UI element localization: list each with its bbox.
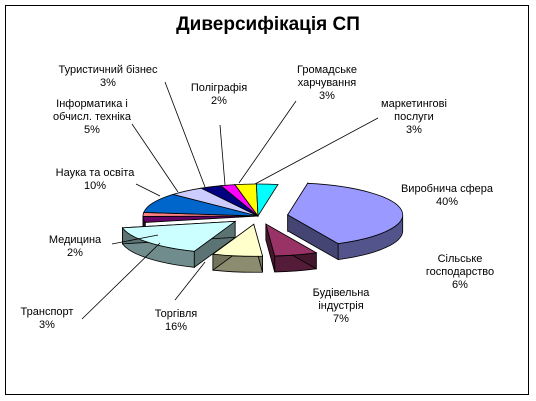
slice-name: послуги [394,111,434,123]
slice-name: Інформатика і [56,98,128,110]
slice-name: господарство [426,266,494,278]
leader-line [164,81,206,188]
leader-line [111,234,159,245]
slice-name: маркетингові [381,98,447,110]
slice-percent: 7% [333,313,349,325]
slice-name: Сільське [438,253,483,265]
pie-slice-2 [265,223,318,257]
slice-name: Поліграфія [191,82,247,94]
leader-line [174,261,206,301]
slice-percent: 3% [39,319,55,331]
slice-percent: 5% [84,124,100,136]
slice-percent: 16% [165,321,187,333]
leader-line [131,123,179,193]
leader-line [219,124,226,186]
leader-line [135,183,161,197]
slice-name: індустрія [318,300,363,312]
slice-name: Будівельна [313,287,371,299]
leader-line [254,117,379,185]
pie-slice-1 [287,182,404,245]
chart-title: Диверсифікація СП [176,14,360,35]
leader-line [238,100,297,184]
slice-percent: 2% [211,95,227,107]
slice-percent: 40% [436,196,458,208]
slice-name: Транспорт [21,306,74,318]
slice-name: Наука та освіта [56,167,136,179]
leader-line [81,242,161,320]
slice-name: харчування [298,77,357,89]
slice-percent: 10% [84,180,106,192]
slice-percent: 2% [67,247,83,259]
slice-name: Виробнича сфера [401,183,494,195]
slice-percent: 3% [406,124,422,136]
slice-percent: 6% [452,279,468,291]
slice-name: Торгівля [155,308,198,320]
pie-slice-5 [142,215,259,223]
pie-slice-3 [211,223,264,257]
slice-percent: 3% [319,90,335,102]
slice-name: Медицина [49,234,102,246]
slice-percent: 3% [100,77,116,89]
pie-slice-12 [255,183,279,218]
pie-slice-4 [121,220,237,252]
pie-slice-7 [143,194,259,217]
slice-name: Туристичний бізнес [58,64,158,76]
slice-name: Громадське [297,64,357,76]
slice-name: обчисл. техніка [53,111,132,123]
